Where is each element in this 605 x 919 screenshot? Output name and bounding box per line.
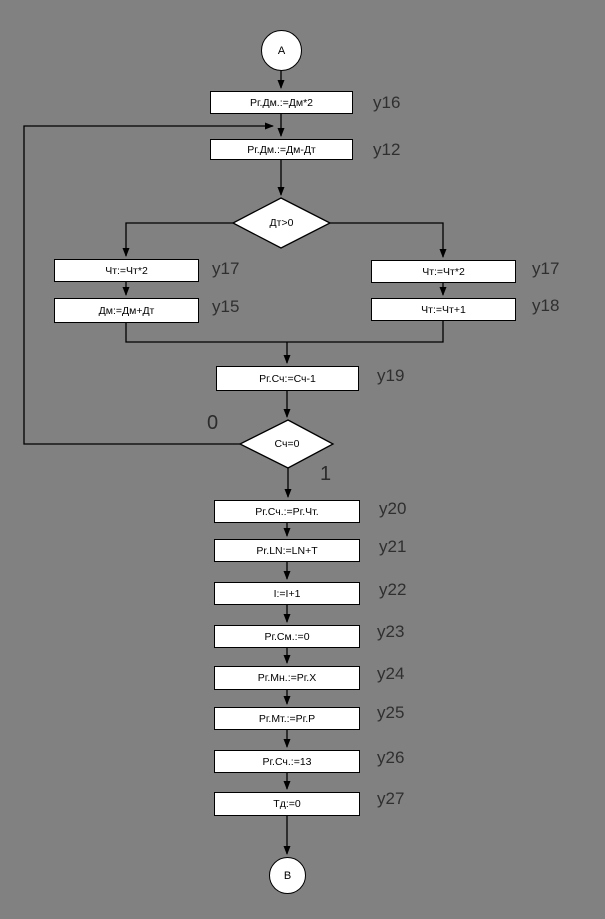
tag-y18: y18: [532, 296, 560, 315]
process-box-y22: I:=I+1: [214, 582, 360, 605]
process-box-y26: Рг.Сч.:=13: [214, 750, 360, 773]
process-box-y27: Тд:=0: [214, 792, 360, 816]
process-box-y15: Дм:=Дм+Дт: [54, 298, 199, 323]
edge-converge-rail: [125, 321, 444, 343]
branch-label-zero: 0: [207, 412, 219, 434]
edge-loop-back: [23, 122, 274, 445]
tag-y22: y22: [379, 580, 407, 599]
tag-y21: y21: [379, 537, 407, 556]
process-box-y19: Рг.Сч:=Сч-1: [216, 366, 359, 391]
tag-y27: y27: [377, 789, 405, 808]
decision-dt-label: Дт>0: [269, 217, 294, 229]
tag-y17-left: y17: [212, 259, 240, 278]
tag-y17-right: y17: [532, 259, 560, 278]
tag-y26: y26: [377, 748, 405, 767]
process-box-y12: Рг.Дм.:=Дм-Дт: [210, 139, 353, 160]
tag-y25: y25: [377, 703, 405, 722]
branch-label-one: 1: [320, 463, 332, 485]
process-box-y16: Рг.Дм.:=Дм*2: [210, 91, 353, 114]
decision-dt-shape: [231, 197, 332, 249]
process-box-y25: Рг.Мт.:=Рг.Р: [214, 707, 360, 730]
tag-y12: y12: [373, 140, 401, 159]
process-box-y21: Pr.LN:=LN+T: [214, 539, 360, 562]
tag-y23: y23: [377, 622, 405, 641]
decision-sch-label: Сч=0: [274, 438, 300, 450]
process-box-y18: Чт:=Чт+1: [371, 298, 516, 321]
process-box-y23: Рг.См.:=0: [214, 625, 360, 648]
terminator-end: В: [269, 857, 306, 894]
tag-y20: y20: [379, 499, 407, 518]
tag-y24: y24: [377, 664, 405, 683]
process-box-y20: Рг.Сч.:=Рг.Чт.: [214, 500, 360, 523]
tag-y19: y19: [377, 366, 405, 385]
edge-dt-right: [330, 222, 447, 258]
tag-y16: y16: [373, 93, 401, 112]
tag-y15: y15: [212, 297, 240, 316]
process-box-y17-left: Чт:=Чт*2: [54, 259, 199, 282]
process-box-y24: Рг.Мн.:=Рг.Х: [214, 666, 360, 690]
decision-sch-shape: [238, 419, 335, 469]
edge-dt-left: [122, 222, 233, 257]
terminator-start: А: [261, 30, 302, 71]
process-box-y17-right: Чт:=Чт*2: [371, 260, 516, 283]
